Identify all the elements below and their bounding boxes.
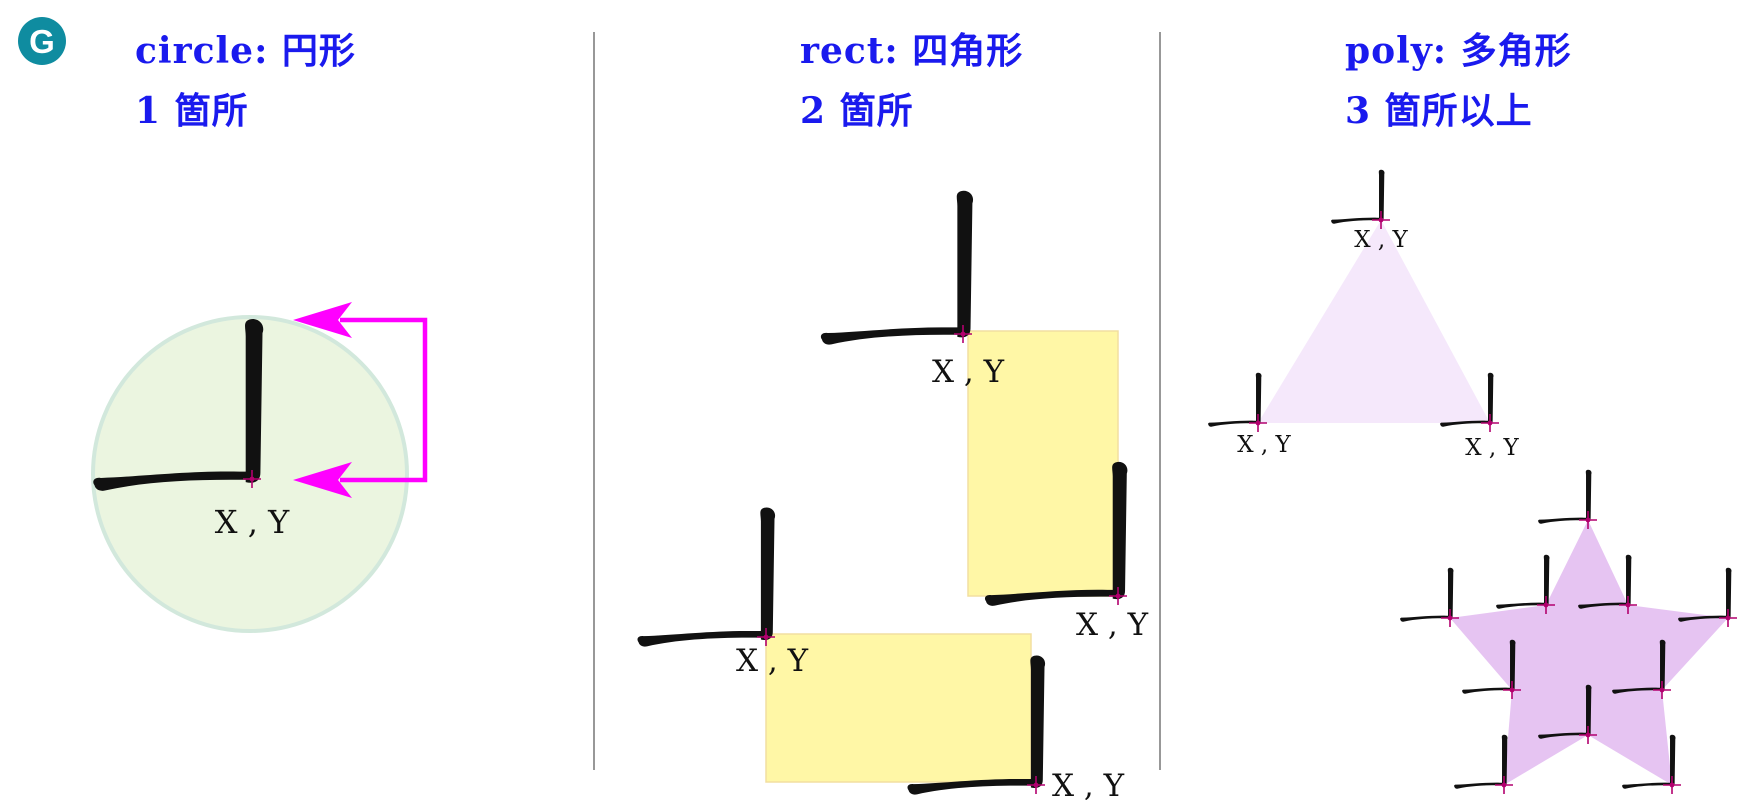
heading-poly-subtitle: 3 箇所以上 bbox=[1345, 90, 1533, 132]
calligraphy-corner-icon bbox=[1400, 567, 1454, 622]
circle-example: X , Y bbox=[91, 302, 428, 633]
point-label: X , Y bbox=[1052, 768, 1125, 800]
crosshair-icon bbox=[1578, 510, 1598, 530]
point-label: X , Y bbox=[736, 643, 809, 679]
point-label: X , Y bbox=[932, 354, 1005, 390]
calligraphy-corner-icon bbox=[1496, 554, 1550, 609]
rect-example: X , Y X , Y X , Y X , Y bbox=[637, 190, 1149, 800]
calligraphy-corner-icon bbox=[1331, 169, 1385, 224]
heading-rect-subtitle: 2 箇所 bbox=[800, 90, 914, 132]
heading-circle-subtitle: 1 箇所 bbox=[135, 90, 249, 132]
heading-poly-title: poly: 多角形 bbox=[1345, 30, 1572, 72]
logo-letter: G bbox=[29, 23, 55, 60]
poly-example: X , Y X , Y X , Y bbox=[1208, 169, 1738, 795]
calligraphy-corner-icon bbox=[637, 507, 776, 647]
star-shape bbox=[1450, 520, 1728, 785]
point-label: X , Y bbox=[1465, 435, 1519, 461]
heading-circle-title: circle: 円形 bbox=[135, 30, 356, 72]
triangle-shape bbox=[1258, 220, 1490, 423]
calligraphy-corner-icon bbox=[1208, 372, 1262, 427]
point-label: X , Y bbox=[1354, 227, 1408, 253]
point-label: X , Y bbox=[1076, 607, 1149, 643]
calligraphy-corner-icon bbox=[1454, 734, 1508, 789]
point-label: X , Y bbox=[215, 503, 290, 541]
calligraphy-corner-icon bbox=[820, 190, 974, 345]
heading-rect-title: rect: 四角形 bbox=[800, 30, 1023, 72]
point-label: X , Y bbox=[1237, 432, 1291, 458]
magenta-arrow-icon bbox=[293, 302, 428, 498]
calligraphy-corner-icon bbox=[1538, 469, 1592, 524]
logo-badge: G bbox=[18, 17, 66, 65]
